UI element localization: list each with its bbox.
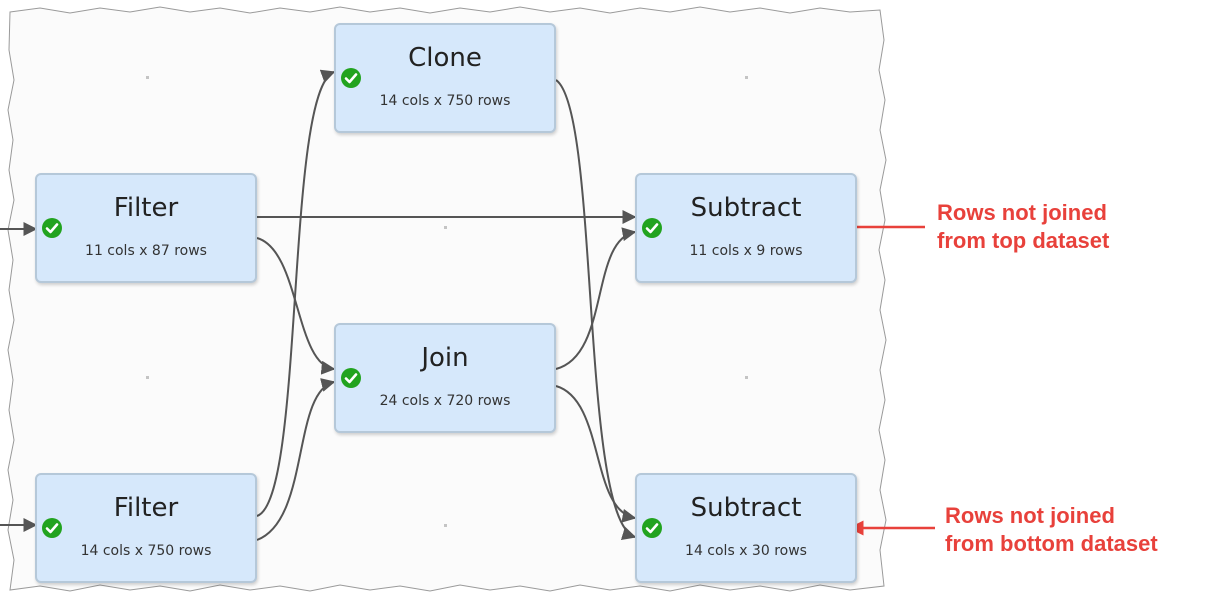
check-circle-icon	[42, 518, 62, 538]
node-subtitle: 11 cols x 87 rows	[85, 243, 207, 259]
node-title: Filter	[113, 193, 179, 223]
canvas-panel	[7, 6, 887, 592]
edge-join-to-subtract2	[555, 385, 637, 523]
check-circle-icon	[341, 368, 361, 388]
grid-dot	[146, 376, 149, 379]
grid-dot	[745, 76, 748, 79]
node-subtitle: 24 cols x 720 rows	[379, 393, 511, 409]
edge-clone-to-subtract2	[555, 79, 637, 540]
annotation-bottom: Rows not joined from bottom dataset	[945, 502, 1158, 558]
edge-join-to-subtract1	[555, 227, 637, 370]
node-filter-bottom[interactable]: Filter 14 cols x 750 rows	[35, 473, 257, 583]
annotation-line: from top dataset	[937, 228, 1110, 253]
node-title: Join	[421, 343, 469, 373]
node-subtract-bottom[interactable]: Subtract 14 cols x 30 rows	[635, 473, 857, 583]
grid-dot	[146, 76, 149, 79]
node-subtract-top[interactable]: Subtract 11 cols x 9 rows	[635, 173, 857, 283]
edges-layer	[0, 69, 637, 541]
node-subtitle: 11 cols x 9 rows	[689, 243, 803, 259]
annotation-line: Rows not joined	[945, 503, 1115, 528]
node-subtitle: 14 cols x 30 rows	[685, 543, 807, 559]
edge-filter2-to-join	[256, 378, 336, 541]
node-title: Subtract	[690, 193, 802, 223]
node-subtitle: 14 cols x 750 rows	[379, 93, 511, 109]
node-subtitle: 14 cols x 750 rows	[80, 543, 212, 559]
node-clone[interactable]: Clone 14 cols x 750 rows	[334, 23, 556, 133]
node-join[interactable]: Join 24 cols x 720 rows	[334, 323, 556, 433]
node-title: Subtract	[690, 493, 802, 523]
grid-dot	[745, 376, 748, 379]
check-circle-icon	[341, 68, 361, 88]
grid-dot	[444, 226, 447, 229]
edge-filter2-to-clone	[256, 69, 336, 517]
grid-dot	[444, 524, 447, 527]
node-title: Filter	[113, 493, 179, 523]
node-filter-top[interactable]: Filter 11 cols x 87 rows	[35, 173, 257, 283]
annotation-line: from bottom dataset	[945, 531, 1158, 556]
check-circle-icon	[42, 218, 62, 238]
annotation-line: Rows not joined	[937, 200, 1107, 225]
annotation-top: Rows not joined from top dataset	[937, 199, 1109, 255]
edge-filter1-to-join	[256, 237, 336, 375]
check-circle-icon	[642, 518, 662, 538]
node-title: Clone	[408, 43, 482, 73]
check-circle-icon	[642, 218, 662, 238]
